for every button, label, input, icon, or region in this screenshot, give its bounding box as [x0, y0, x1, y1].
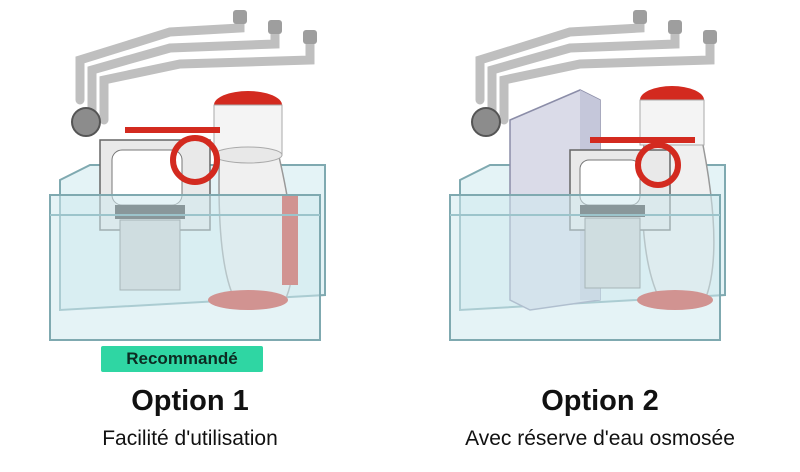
- sump-illustration-option-1: [49, 10, 326, 341]
- option-title: Option 1: [131, 385, 249, 417]
- recommended-badge: Recommandé: [101, 346, 263, 372]
- option-title: Option 2: [541, 385, 659, 417]
- option-subtitle: Facilité d'utilisation: [102, 427, 278, 450]
- sump-illustration-option-2: [449, 10, 726, 341]
- option-1-panel: Recommandé Option 1 Facilité d'utilisati…: [49, 10, 326, 450]
- option-subtitle: Avec réserve d'eau osmosée: [465, 427, 735, 450]
- option-2-panel: Option 2 Avec réserve d'eau osmosée: [400, 0, 800, 472]
